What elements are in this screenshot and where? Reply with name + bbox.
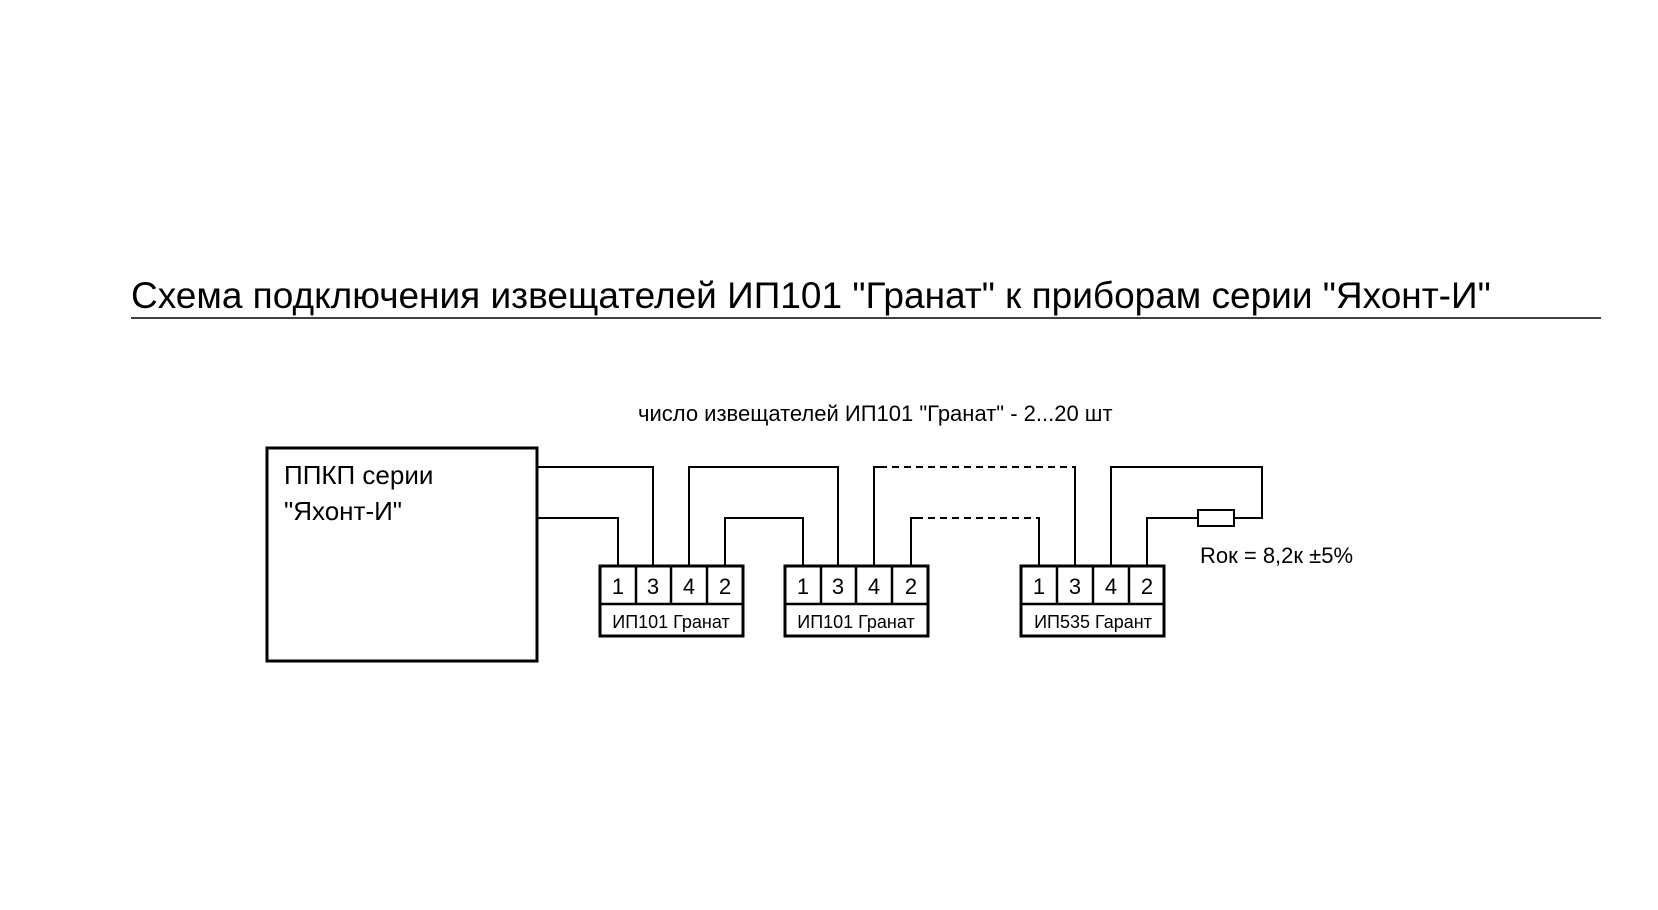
wire-d1-d2-line-b: [724, 517, 804, 566]
device-3-terminal-4: 4: [1105, 574, 1117, 599]
resistor-label: Rок = 8,2к ±5%: [1200, 543, 1353, 568]
wire-d3-resistor-bottom: [1146, 517, 1198, 566]
device-3-name: ИП535 Гарант: [1034, 612, 1152, 632]
diagram-title: Схема подключения извещателей ИП101 "Гра…: [131, 275, 1491, 316]
device-1-terminal-1: 1: [612, 574, 624, 599]
wire-d2-d3-line-b-end: [1036, 517, 1040, 566]
device-3-terminal-3: 3: [1069, 574, 1081, 599]
control-panel-label-line1: ППКП серии: [284, 460, 433, 490]
control-panel: ППКП серии "Яхонт-И": [265, 446, 539, 663]
device-3: 1 3 4 2 ИП535 Гарант: [1019, 564, 1166, 638]
device-2: 1 3 4 2 ИП101 Гранат: [783, 564, 930, 638]
detector-count-note: число извещателей ИП101 "Гранат" - 2...2…: [638, 401, 1113, 426]
device-3-terminal-1: 1: [1033, 574, 1045, 599]
wire-panel-loop-minus: [537, 517, 619, 566]
wire-d1-d2-line-a: [688, 466, 839, 566]
device-2-terminal-1: 1: [797, 574, 809, 599]
device-1-name: ИП101 Гранат: [612, 612, 729, 632]
device-1: 1 3 4 2 ИП101 Гранат: [598, 564, 745, 638]
device-2-terminal-2: 2: [905, 574, 917, 599]
device-1-terminal-2: 2: [719, 574, 731, 599]
end-of-line-resistor: Rок = 8,2к ±5%: [1197, 509, 1353, 568]
control-panel-box: [265, 446, 539, 663]
wire-d2-d3-line-b-start: [910, 517, 916, 566]
device-1-terminal-4: 4: [683, 574, 695, 599]
wire-d2-d3-line-a-start: [873, 466, 880, 566]
device-2-name: ИП101 Гранат: [797, 612, 914, 632]
wire-d2-d3-line-a-end: [1072, 466, 1076, 566]
wire-d3-resistor-top: [1110, 466, 1263, 566]
device-2-terminal-3: 3: [832, 574, 844, 599]
device-1-terminal-3: 3: [647, 574, 659, 599]
control-panel-label-line2: "Яхонт-И": [284, 496, 402, 526]
resistor-symbol: [1197, 509, 1235, 527]
device-3-terminal-2: 2: [1141, 574, 1153, 599]
wire-panel-loop-plus: [537, 466, 654, 566]
device-2-terminal-4: 4: [868, 574, 880, 599]
